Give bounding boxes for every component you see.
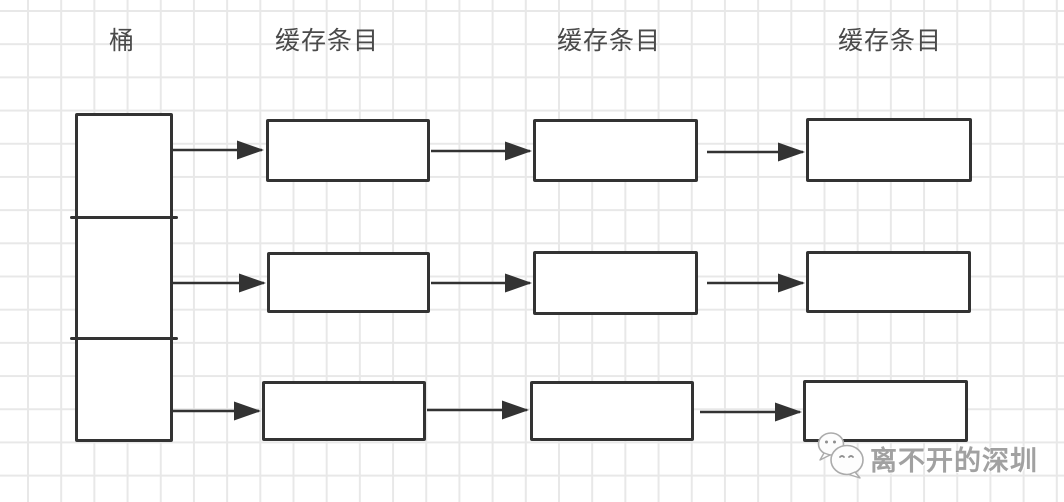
wechat-icon [817,432,864,479]
cache-entry-box-r3c2 [530,381,694,441]
bucket-cell-3 [78,340,170,439]
bucket-cell-1 [78,116,170,216]
column-header-cache-entry-2: 缓存条目 [556,27,661,55]
bucket-divider [70,337,178,340]
cache-entry-box-r1c2 [533,119,698,182]
cache-entry-box-r2c3 [806,251,971,313]
column-header-bucket: 桶 [108,27,135,55]
cache-entry-box-r1c1 [266,119,430,182]
cache-entry-box-r3c3 [803,380,968,442]
bucket-divider [70,216,178,219]
bucket-cell-2 [78,219,170,337]
cache-entry-box-r1c3 [806,118,972,182]
bucket [70,113,178,442]
watermark: 离不开的深圳 [816,431,1038,479]
column-header-cache-entry-3: 缓存条目 [837,27,942,55]
cache-entry-box-r2c1 [267,252,430,313]
watermark-text: 离不开的深圳 [870,446,1038,476]
cache-entry-box-r2c2 [533,251,698,315]
cache-entry-box-r3c1 [262,381,426,441]
column-header-cache-entry-1: 缓存条目 [274,27,379,55]
